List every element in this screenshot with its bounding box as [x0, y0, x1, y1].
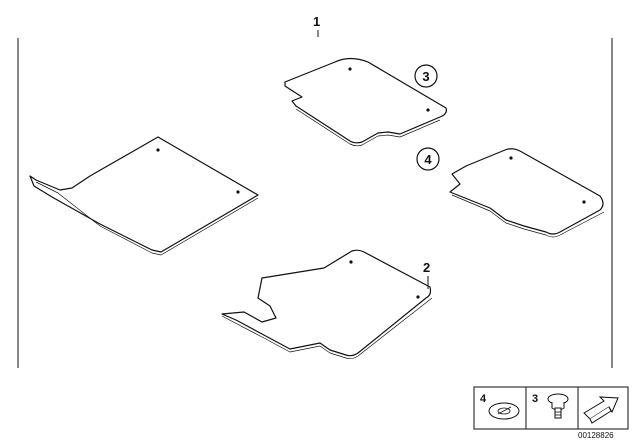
floor-mat-front-left: [29, 136, 259, 256]
callout-rear-left-mat: 2: [423, 260, 430, 275]
callout-set: 1: [313, 14, 320, 29]
parts-legend: 4 3: [473, 386, 629, 430]
floor-mat-rear-left: [221, 249, 433, 360]
flat-grommet-icon: [488, 402, 520, 420]
callout-rear-right-mat: 4: [424, 152, 432, 167]
callout-front-right-mat-circle: [414, 64, 438, 88]
legend-item-b-number: 3: [532, 393, 538, 405]
callout-rear-right-mat-circle: [416, 147, 440, 171]
floor-mat-front-right: [284, 57, 447, 147]
floor-mat-rear-right: [449, 148, 605, 238]
callout-front-right-mat: 3: [422, 69, 429, 84]
clip-fastener-icon: [547, 393, 569, 419]
direction-arrow-icon: [583, 396, 619, 424]
legend-item-a-number: 4: [480, 393, 487, 405]
document-id: 00128826: [578, 431, 614, 440]
